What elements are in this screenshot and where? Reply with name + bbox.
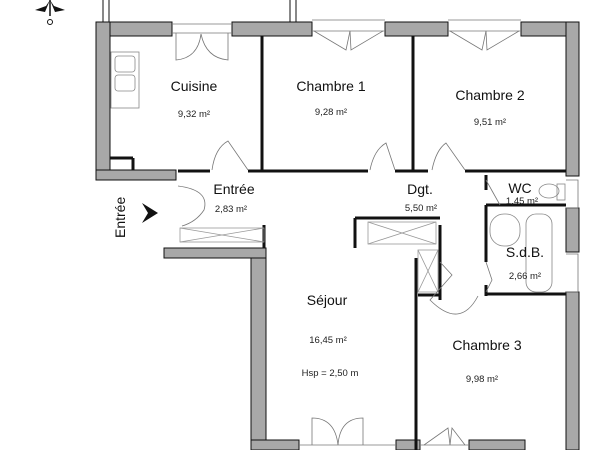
arrow-right-icon [142, 203, 158, 223]
interior-walls [110, 36, 566, 450]
room-chambre1-name: Chambre 1 [296, 78, 366, 94]
room-dgt-area: 5,50 m² [404, 203, 438, 214]
balcony-rails [102, 0, 297, 22]
fixtures [110, 51, 566, 293]
room-chambre3-area: 9,98 m² [465, 374, 499, 385]
room-wc-name: WC [508, 180, 532, 196]
compass-rose-icon [35, 0, 65, 25]
room-chambre1-area: 9,28 m² [314, 107, 348, 118]
doors-windows [172, 19, 579, 446]
room-wc-area: 1,45 m² [505, 196, 539, 207]
room-sdb-name: S.d.B. [505, 244, 545, 260]
room-cuisine-name: Cuisine [170, 78, 218, 94]
kitchen-sink-icon [110, 51, 140, 109]
room-sejour-area: 16,45 m² [309, 335, 347, 346]
room-chambre2-area: 9,51 m² [473, 117, 507, 128]
room-sejour-height: Hsp = 2,50 m [301, 368, 359, 379]
entrance-label: Entrée [112, 196, 128, 238]
room-entree-area: 2,83 m² [214, 204, 248, 215]
room-chambre2-name: Chambre 2 [455, 87, 525, 103]
room-entree-name: Entrée [213, 181, 255, 197]
room-cuisine-area: 9,32 m² [177, 109, 211, 120]
washbasin-icon [489, 213, 521, 247]
room-dgt-name: Dgt. [407, 181, 433, 197]
room-chambre3-name: Chambre 3 [452, 337, 522, 353]
room-sejour-name: Séjour [306, 292, 348, 308]
cupboards [179, 221, 439, 293]
exterior-walls [95, 21, 580, 450]
room-sdb-area: 2,66 m² [508, 271, 542, 282]
bathtub-icon [525, 213, 553, 293]
toilet-icon [538, 183, 560, 199]
